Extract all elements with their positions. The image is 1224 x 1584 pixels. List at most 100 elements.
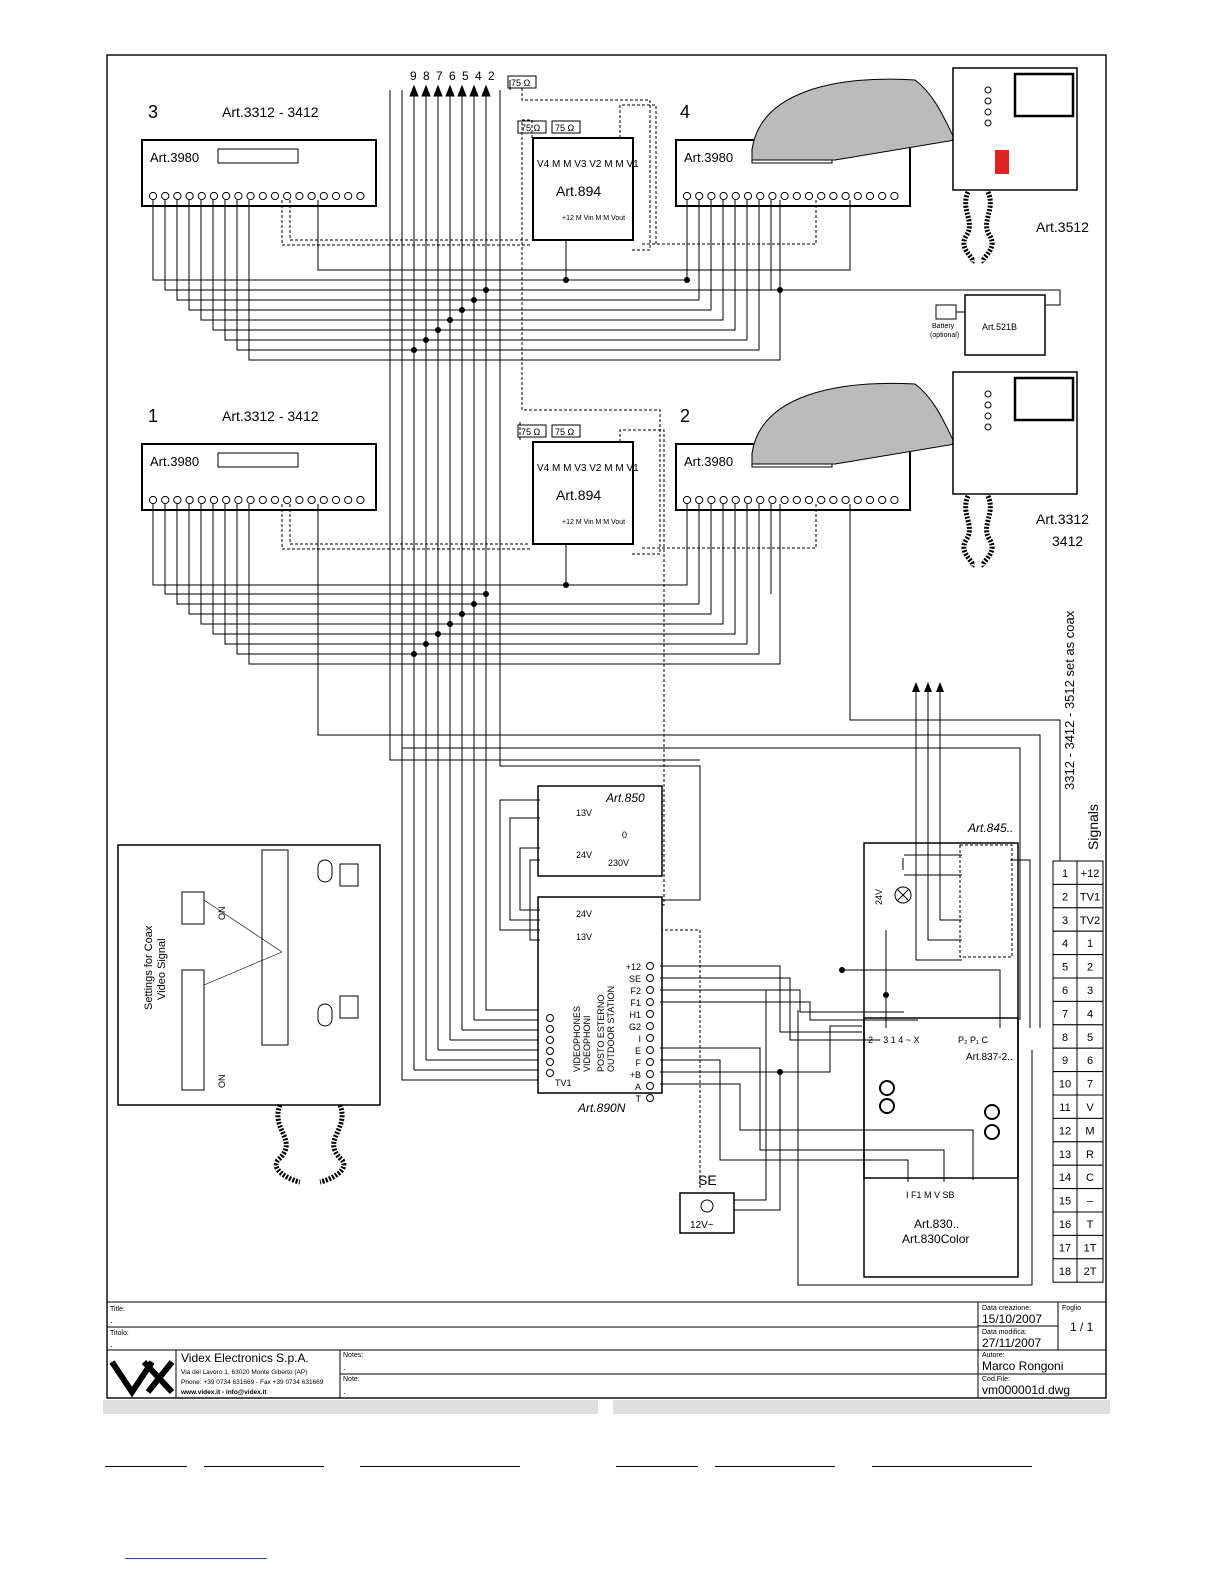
coax-settings-inset: Settings for Coax Video Signal ON ON xyxy=(117,844,381,1185)
art890n-outdoor-station: Art.890N 24V 13V VIDEOPHONES VIDEOPHONI … xyxy=(537,896,663,1115)
signal-name: M xyxy=(1085,1125,1094,1137)
svg-text:2 ~ 3 1 4 ~ X: 2 ~ 3 1 4 ~ X xyxy=(868,1035,920,1045)
bus-numbers: 9 8 7 6 5 4 2 xyxy=(410,69,496,83)
svg-text:Art.3980: Art.3980 xyxy=(684,150,733,165)
signal-number: 18 xyxy=(1059,1266,1071,1278)
terminal-screw xyxy=(829,191,838,201)
title-block xyxy=(107,1301,1106,1398)
notes-value: . xyxy=(343,1362,346,1372)
terminal-screw xyxy=(161,495,170,505)
terminal-screw xyxy=(707,495,716,505)
terminal-screw xyxy=(258,191,267,201)
terminal-screw xyxy=(646,986,654,994)
svg-text:Art.3980: Art.3980 xyxy=(684,454,733,469)
notes-label: Notes: xyxy=(343,1352,363,1359)
terminal-screw xyxy=(853,191,862,201)
svg-text:VIDEOPHONES: VIDEOPHONES xyxy=(572,1006,582,1072)
terminal-screw xyxy=(646,1082,654,1090)
signal-name: 2 xyxy=(1087,962,1093,974)
terminal-screw xyxy=(258,495,267,505)
svg-text:24V: 24V xyxy=(576,850,592,860)
art850-transformer: Art.850 13V 24V 0 230V xyxy=(537,785,663,877)
terminal-label: G2 xyxy=(629,1022,641,1032)
terminal-screw xyxy=(743,191,753,201)
terminal-screw xyxy=(890,191,899,201)
svg-text:Art.830Color: Art.830Color xyxy=(902,1232,969,1246)
svg-text:75 Ω: 75 Ω xyxy=(555,427,575,437)
terminal-screw xyxy=(356,495,365,505)
company-name: Videx Electronics S.p.A. xyxy=(181,1351,309,1365)
svg-text:TV1: TV1 xyxy=(555,1078,572,1088)
terminal-screw xyxy=(307,495,316,505)
signal-number: 15 xyxy=(1059,1196,1071,1208)
company-address: Via del Lavoro 1, 63020 Monte Giberto (A… xyxy=(181,1369,307,1376)
terminal-screw xyxy=(546,1058,554,1066)
titolo-label: Titolo: xyxy=(110,1330,129,1337)
terminal-screw xyxy=(792,191,801,201)
signature-line xyxy=(715,1466,835,1467)
terminal-screw xyxy=(853,495,862,505)
terminal-screw xyxy=(331,191,341,201)
unit-number-1: 1 xyxy=(148,406,158,426)
svg-text:ON: ON xyxy=(217,1075,227,1089)
sheet-number: 1 / 1 xyxy=(1070,1320,1094,1334)
terminal-label: F xyxy=(636,1058,642,1068)
svg-text:+12 M Vin M M Vout: +12 M Vin M M Vout xyxy=(562,215,625,222)
svg-text:I F1 M V SB: I F1 M V SB xyxy=(906,1190,955,1200)
note-value: . xyxy=(343,1386,346,1396)
terminal-screw xyxy=(356,191,365,201)
signal-number: 11 xyxy=(1059,1102,1070,1114)
terminal-screw xyxy=(148,191,158,201)
signal-number: 12 xyxy=(1059,1125,1071,1137)
terminal-label: SE xyxy=(629,974,641,984)
svg-text:Art.894: Art.894 xyxy=(556,487,601,503)
company-web: www.videx.it - info@videx.it xyxy=(180,1389,267,1396)
videx-logo xyxy=(109,1359,175,1398)
svg-text:13V: 13V xyxy=(576,932,592,942)
link-underline[interactable] xyxy=(125,1558,267,1559)
terminal-screw xyxy=(646,1034,654,1042)
art894-box-bottom: V4 M M V3 V2 M M V1 Art.894 +12 M Vin M … xyxy=(517,424,639,545)
art521b-power-supply: Art.521B Battery (optional) xyxy=(930,294,1046,356)
terminal-screw xyxy=(234,495,243,505)
svg-text:POSTO ESTERNO: POSTO ESTERNO xyxy=(596,995,606,1072)
signal-name: +12 xyxy=(1081,868,1100,880)
svg-text:ON: ON xyxy=(217,907,227,921)
signals-side-note: 3312 - 3412 - 3512 set as coax xyxy=(1062,610,1077,790)
terminal-screw xyxy=(756,495,765,505)
outdoor-wiring xyxy=(499,690,1033,1286)
terminal-screw xyxy=(768,191,777,201)
terminal-screw xyxy=(865,191,875,201)
svg-text:Art.837-2..: Art.837-2.. xyxy=(966,1052,1013,1063)
svg-text:Art.3980: Art.3980 xyxy=(150,150,199,165)
terminal-rows xyxy=(148,191,899,505)
terminal-label: +12 xyxy=(626,962,641,972)
terminal-screw xyxy=(719,495,728,505)
terminal-screw xyxy=(792,495,801,505)
svg-text:Art.3512: Art.3512 xyxy=(1036,219,1089,235)
terminal-screw xyxy=(878,191,887,201)
terminal-screw xyxy=(646,1094,654,1102)
terminal-screw xyxy=(865,495,875,505)
terminal-screw xyxy=(546,1069,554,1077)
terminal-screw xyxy=(878,495,887,505)
terminal-screw xyxy=(780,191,789,201)
signals-heading: Signals xyxy=(1085,804,1101,850)
signature-line xyxy=(360,1466,520,1467)
svg-text:Art.521B: Art.521B xyxy=(982,322,1017,332)
file-label: Cod.File: xyxy=(982,1376,1010,1383)
date-mod-label: Data modifica: xyxy=(982,1329,1027,1336)
terminal-screw xyxy=(817,191,826,201)
terminal-screw xyxy=(890,495,899,505)
svg-text:Video Signal: Video Signal xyxy=(156,938,168,1000)
terminal-screw xyxy=(768,495,777,505)
terminal-screw xyxy=(731,191,740,201)
svg-text:V4 M M V3 V2 M M V1: V4 M M V3 V2 M M V1 xyxy=(537,159,639,170)
signal-name: 4 xyxy=(1087,1008,1093,1020)
signal-number: 9 xyxy=(1062,1055,1068,1067)
signal-number: 13 xyxy=(1059,1149,1071,1161)
note-label: Note: xyxy=(343,1376,360,1383)
terminal-screw xyxy=(546,1047,554,1055)
unit-number-2: 2 xyxy=(680,406,690,426)
